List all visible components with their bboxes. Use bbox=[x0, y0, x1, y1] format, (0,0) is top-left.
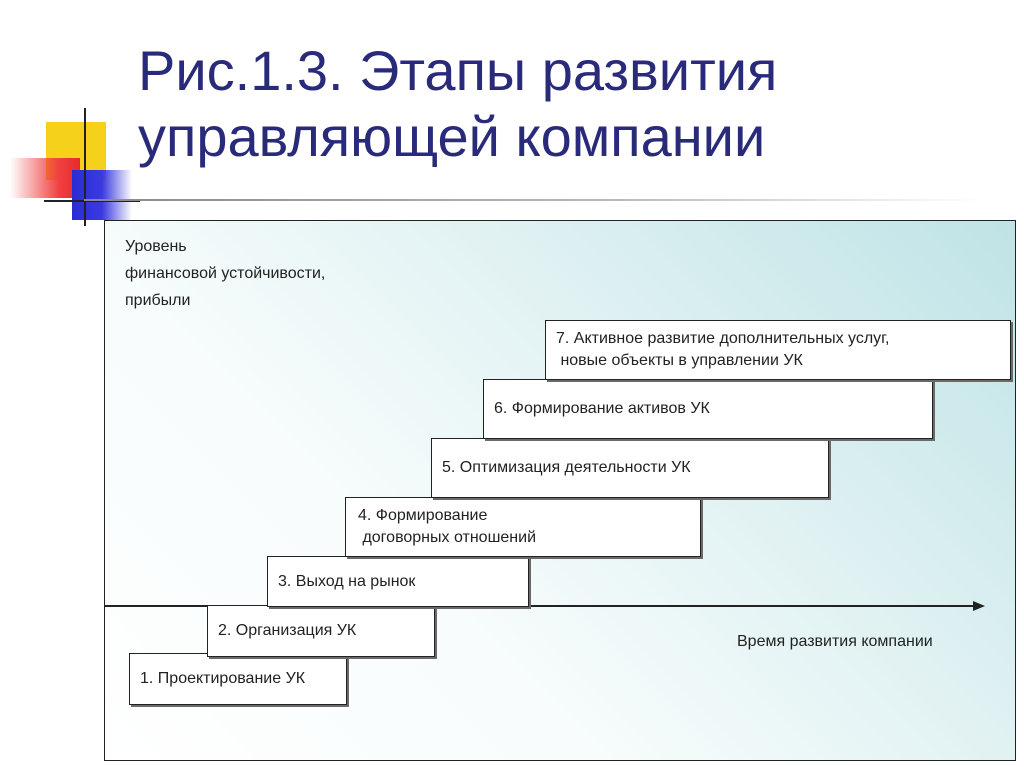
blue-square-decoration bbox=[72, 170, 132, 220]
stage-6-line-1: 6. Формирование активов УК bbox=[494, 400, 710, 417]
stage-7-line-2: новые объекты в управлении УК bbox=[556, 352, 803, 369]
stage-1-line-1: 1. Проектирование УК bbox=[140, 670, 306, 687]
stage-7-line-1: 7. Активное развитие дополнительных услу… bbox=[556, 330, 890, 347]
title-underline bbox=[84, 199, 984, 201]
decorative-squares bbox=[0, 100, 140, 230]
stage-4-line-1: 4. Формирование bbox=[358, 507, 488, 524]
time-axis-arrow-icon bbox=[973, 601, 985, 611]
x-axis-label: Время развития компании bbox=[737, 633, 933, 650]
time-axis-line bbox=[105, 605, 977, 607]
stage-2-line-1: 2. Организация УК bbox=[218, 622, 357, 639]
stage-5-box: 5. Оптимизация деятельности УК bbox=[431, 438, 829, 498]
stage-3-line-1: 3. Выход на рынок bbox=[278, 572, 416, 590]
stage-4-box: 4. Формирование договорных отношений bbox=[345, 497, 701, 557]
y-axis-label-line-1: Уровень bbox=[125, 238, 187, 255]
slide-title-line-1: Рис.1.3. Этапы развития bbox=[138, 39, 778, 102]
stage-5-line-1: 5. Оптимизация деятельности УК bbox=[442, 459, 691, 476]
stages-diagram: Уровень финансовой устойчивости, прибыли… bbox=[104, 220, 1016, 761]
y-axis-label-line-2: финансовой устойчивости, bbox=[125, 265, 326, 282]
slide-title: Рис.1.3. Этапы развития управляющей комп… bbox=[138, 38, 998, 170]
stage-7-box: 7. Активное развитие дополнительных услу… bbox=[545, 320, 1011, 380]
vertical-line-decoration bbox=[84, 108, 86, 226]
stage-4-line-2: договорных отношений bbox=[358, 529, 537, 546]
stage-3-box: 3. Выход на рынок bbox=[267, 556, 529, 607]
stage-1-box: 1. Проектирование УК bbox=[129, 653, 347, 705]
slide-title-line-2: управляющей компании bbox=[138, 105, 766, 168]
y-axis-label: Уровень финансовой устойчивости, прибыли bbox=[125, 233, 325, 314]
horizontal-line-decoration bbox=[44, 200, 140, 202]
stage-2-box: 2. Организация УК bbox=[207, 605, 435, 657]
red-square-decoration bbox=[10, 158, 80, 198]
stage-6-box: 6. Формирование активов УК bbox=[483, 379, 933, 439]
y-axis-label-line-3: прибыли bbox=[125, 292, 191, 309]
